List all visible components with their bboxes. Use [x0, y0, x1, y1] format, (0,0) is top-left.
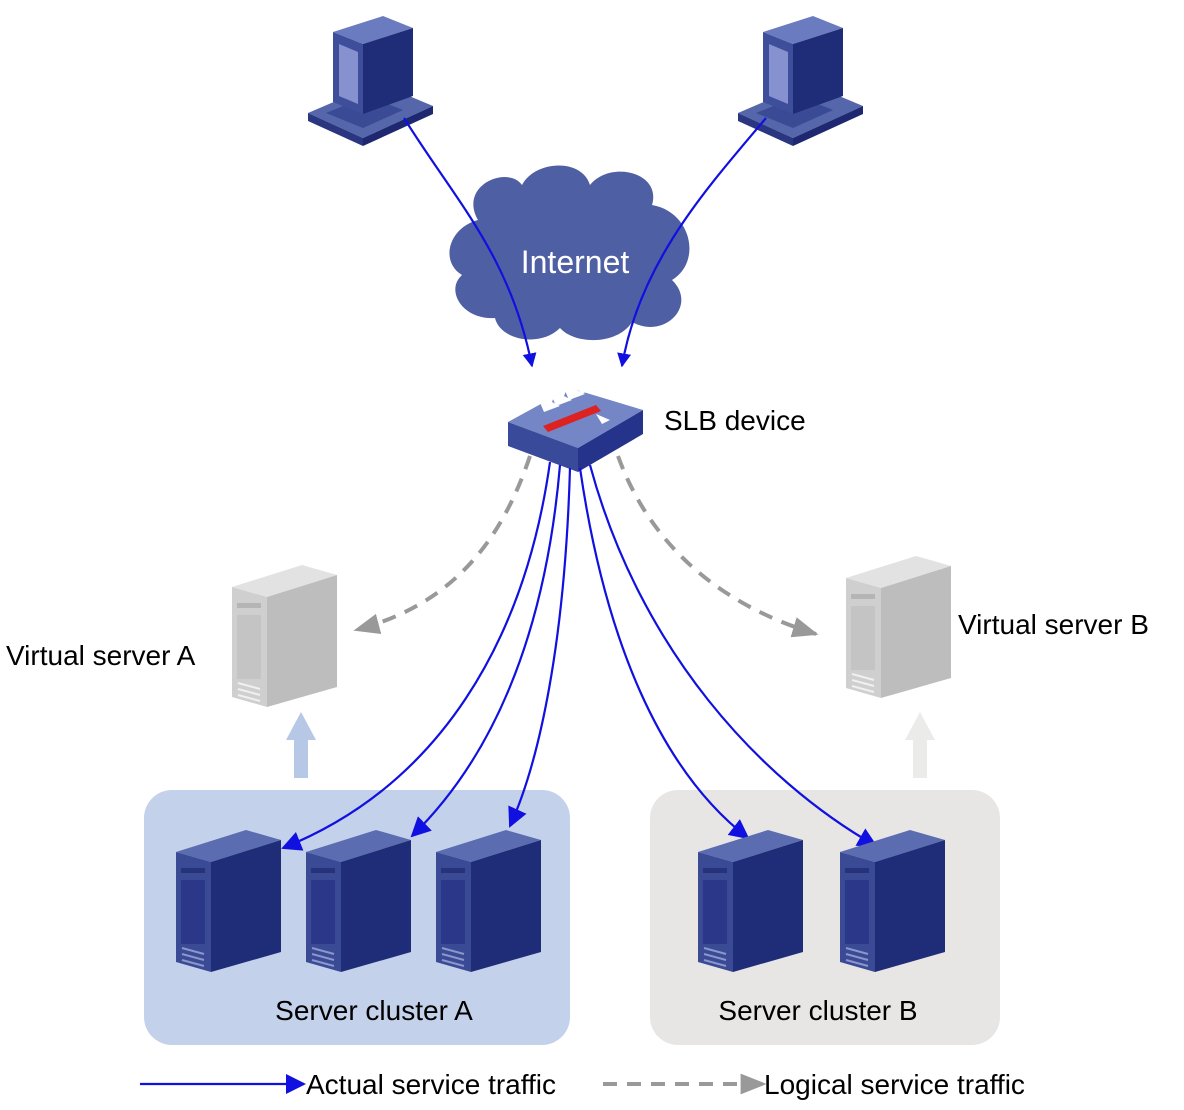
legend-logical-label: Logical service traffic	[764, 1069, 1025, 1100]
slb-device-label: SLB device	[664, 405, 806, 436]
server-cluster-b-label: Server cluster B	[718, 995, 917, 1026]
logical-traffic-to-virtual-server-a	[353, 455, 532, 635]
traffic-client-left-to-slb	[403, 117, 537, 368]
internet-label: Internet	[521, 244, 630, 280]
client-computer-right-icon	[738, 16, 863, 146]
virtual-server-b-label: Virtual server B	[958, 609, 1149, 640]
cluster-a-up-arrow	[286, 712, 316, 778]
traffic-slb-to-server-b2	[588, 464, 878, 847]
cluster-b-up-arrow	[905, 712, 935, 778]
server-cluster-a-label: Server cluster A	[275, 995, 473, 1026]
server-b1-icon	[697, 829, 804, 973]
virtual-server-b-icon	[845, 555, 952, 699]
server-a2-icon	[305, 829, 412, 973]
traffic-slb-to-server-a3	[508, 467, 572, 828]
cloud-icon: Internet	[449, 165, 690, 341]
traffic-slb-to-server-b1	[578, 467, 750, 840]
traffic-slb-to-server-a1	[281, 461, 552, 851]
server-a3-icon	[435, 829, 542, 973]
traffic-client-right-to-slb	[617, 117, 767, 368]
traffic-slb-to-server-a2	[410, 464, 562, 838]
virtual-server-a-label: Virtual server A	[6, 640, 196, 671]
legend-actual-label: Actual service traffic	[306, 1069, 556, 1100]
slb-device-icon	[508, 374, 643, 472]
virtual-server-a-icon	[231, 564, 338, 708]
server-b2-icon	[839, 829, 946, 973]
logical-traffic-to-virtual-server-b	[616, 455, 819, 638]
server-a1-icon	[175, 829, 282, 973]
legend: Actual service traffic Logical service t…	[140, 1069, 1025, 1100]
client-computer-left-icon	[308, 16, 433, 146]
